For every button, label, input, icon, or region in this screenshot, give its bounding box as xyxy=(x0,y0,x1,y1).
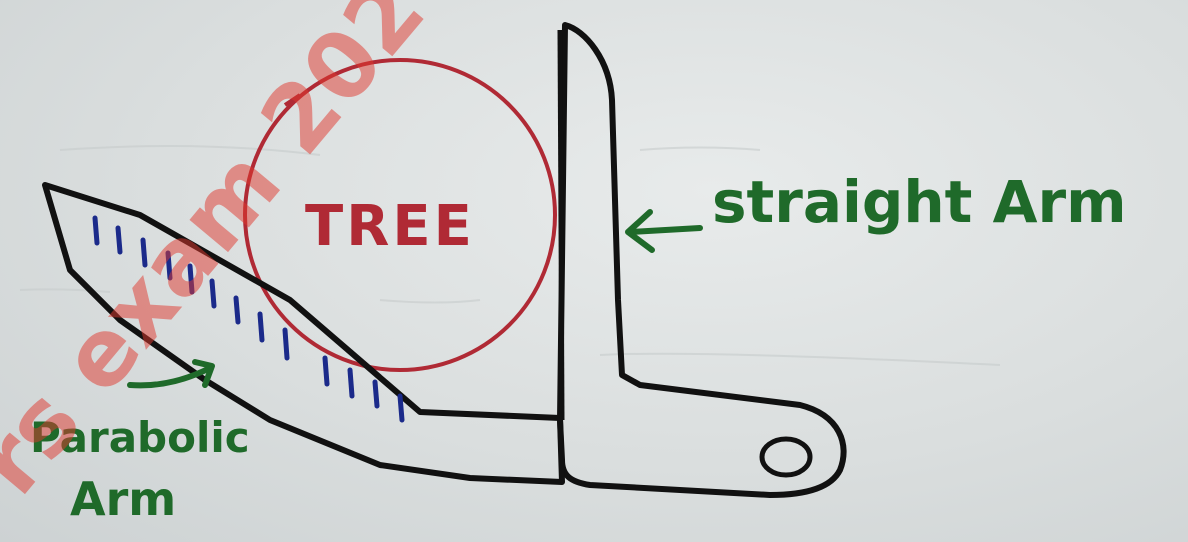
parabolic-arm-label-line1: Parabolic xyxy=(30,413,250,462)
straight-arm xyxy=(557,22,847,498)
parabolic-arm-label-line2: Arm xyxy=(70,472,176,526)
straight-arm-inner xyxy=(557,29,565,421)
tree-label: TREE xyxy=(305,194,475,259)
parabolic-arm-arrow xyxy=(127,359,215,389)
tree-circle xyxy=(243,58,557,372)
cutting-edge-marks xyxy=(92,215,405,423)
straight-arm-arrow xyxy=(625,209,703,253)
paper-texture xyxy=(19,145,1001,366)
straight-arm-label: straight Arm xyxy=(712,168,1127,236)
tree-circle-tail xyxy=(283,93,302,107)
parabolic-arm xyxy=(42,182,565,485)
handle-hole xyxy=(759,436,813,478)
